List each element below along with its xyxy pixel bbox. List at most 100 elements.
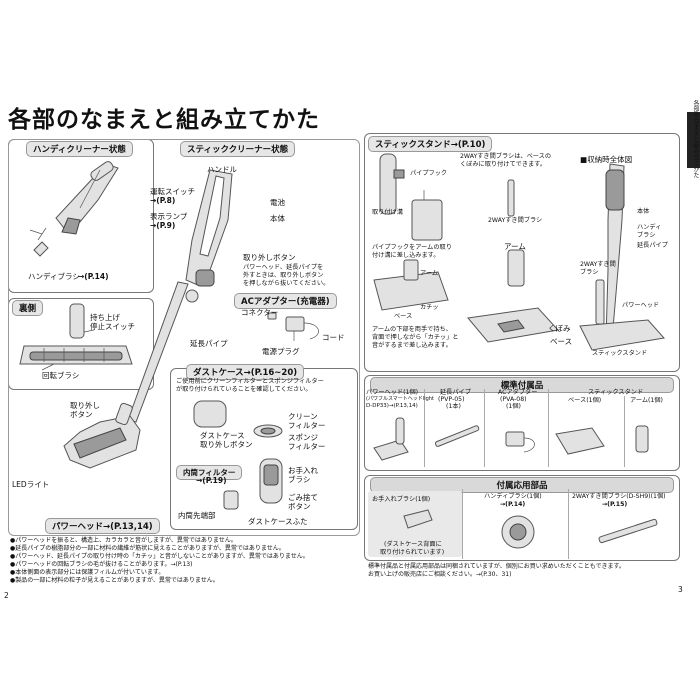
kubomi-label: くぼみ [548, 324, 571, 333]
clean-filter-label-2: フィルター [288, 421, 326, 430]
acc-item-1-model2: D-DP33)→(P.13,14) [366, 403, 418, 409]
applied-two-way-ref[interactable]: →(P.15) [602, 501, 628, 508]
pipe-hook-label: パイプフック [410, 170, 448, 177]
applied-divider-2 [568, 489, 569, 559]
storage-two-way-1: 2WAYすき間 [580, 261, 616, 268]
two-way-note-1: 2WAYすき間ブラシは、ベースの [460, 153, 552, 160]
back-side-illustration [19, 303, 133, 371]
note-2: ●延長パイプの樹脂部分の一部に材料の繊維が筋状に見えることがありますが、異常では… [10, 545, 285, 552]
sponge-filter-label-2: フィルター [288, 442, 326, 451]
acc-item-2-model: (PVP-05) [438, 396, 465, 403]
stick-stand-illustration [373, 153, 665, 351]
arm-note-2: 背面で押しながら「カチッ」と [372, 334, 459, 341]
stick-cleaner-panel [8, 139, 360, 536]
acc-item-2-name: 延長パイプ [440, 389, 471, 396]
acc-stand-arm: アーム(1個) [630, 397, 663, 404]
care-brush-label-1: お手入れ [288, 466, 318, 475]
side-tab-marker [687, 112, 700, 168]
note-4: ●パワーヘッドの回転ブラシの毛が抜けることがあります。→(P.13) [10, 561, 193, 568]
power-head-title: パワーヘッド [52, 522, 104, 532]
release-note-3: を押しながら抜いてください。 [243, 280, 330, 287]
base-small-label: ベース [394, 313, 413, 320]
groove-label: 取り付け溝 [372, 209, 403, 216]
arm-note-3: 音がするまで差し込みます。 [372, 342, 452, 349]
acc-col-divider-3 [548, 389, 549, 467]
acc-col-divider-1 [424, 389, 425, 467]
inner-tip-label: 内筒先端部 [178, 511, 216, 520]
applied-illustrations [403, 509, 658, 549]
acc-item-3-model: (PVA-08) [500, 396, 527, 403]
back-side-header: 裏側 [12, 300, 44, 316]
switch-ref[interactable]: →(P.8) [150, 196, 176, 205]
two-way-note-2: くぼみに取り付けてできます。 [460, 161, 547, 168]
inner-filter-title: 内筒フィルター [183, 468, 236, 477]
release-button-label: 取り外しボタン [243, 253, 296, 262]
handy-brush-ref[interactable]: →(P.14) [78, 272, 109, 281]
acc-col-divider-4 [624, 396, 625, 467]
applied-handy-brush: ハンディブラシ(1個) [484, 493, 542, 500]
applied-divider-1 [462, 489, 463, 559]
handy-brush-label: ハンディブラシ [28, 272, 80, 281]
hook-note-1: パイプフックをアームの取り [372, 244, 452, 251]
storage-header: ■収納時全体図 [580, 155, 633, 164]
extension-pipe-label: 延長パイプ [190, 339, 228, 348]
arm-small-label: アーム [420, 270, 439, 277]
dust-note-2: が取り付けられていることを確認してください。 [176, 386, 312, 393]
applied-handy-ref[interactable]: →(P.14) [500, 501, 526, 508]
page-number-left: 2 [4, 591, 9, 600]
storage-handy-brush-2: ブラシ [637, 232, 656, 239]
dust-case-ref[interactable]: →(P.16~20) [243, 368, 298, 378]
handy-cleaner-header: ハンディクリーナー状態 [26, 141, 133, 157]
dump-button-label-1: ごみ捨て [288, 493, 318, 502]
switch-label: 運転スイッチ [150, 187, 195, 196]
accessories-header: 標準付属品 [370, 377, 674, 393]
stick-stand-title: スティックスタンド [375, 140, 451, 150]
inner-filter-ref[interactable]: →(P.19) [196, 476, 227, 485]
stick-stand-ref[interactable]: →(P.10) [450, 140, 486, 150]
body-label: 本体 [270, 214, 285, 223]
handy-cleaner-illustration [29, 161, 119, 257]
lamp-label: 表示ランプ [150, 212, 188, 221]
storage-power-head: パワーヘッド [622, 302, 660, 309]
hook-note-2: 付け溝に差し込みます。 [372, 252, 440, 259]
dust-case-title: ダストケース [193, 368, 244, 378]
note-5: ●本体側面の表示部分には保護フィルムが付いています。 [10, 569, 165, 576]
acc-item-2-model2: (1本) [446, 403, 461, 410]
acc-item-1-model: (パワフルスマートヘッドlight [366, 396, 434, 402]
note-6: ●製品の一部に材料の粒子が見えることがありますが、異常ではありません。 [10, 577, 219, 584]
acc-item-1-name: パワーヘッド(1個) [366, 389, 419, 396]
storage-two-way-2: ブラシ [580, 269, 599, 276]
power-head-header: パワーヘッド→(P.13,14) [45, 518, 160, 534]
applied-parts-header: 付属応用部品 [370, 477, 674, 493]
ac-adapter-header: ACアダプター(充電器) [234, 293, 337, 309]
dump-button-label-2: ボタン [288, 502, 311, 511]
side-tab-text: 各部のなまえと組み立てかた [692, 100, 699, 178]
lamp-ref[interactable]: →(P.9) [150, 221, 176, 230]
applied-footer-2: お買い上げの販売店にご相談ください。→(P.30、31) [368, 571, 512, 578]
dust-case-panel [170, 368, 358, 530]
dust-case-header: ダストケース→(P.16~20) [186, 364, 305, 380]
led-light-label: LEDライト [12, 480, 50, 489]
page-number-right: 3 [678, 585, 683, 594]
dust-lid-label: ダストケースふた [248, 517, 308, 526]
head-release-label-1: 取り外し [70, 401, 100, 410]
inner-filter-header: 内筒フィルター [176, 465, 243, 480]
dust-release-label-1: ダストケース [200, 431, 245, 440]
dust-release-label-2: 取り外しボタン [200, 440, 253, 449]
acc-item-3-name: ACアダプター [498, 389, 538, 396]
cord-label: コード [322, 333, 345, 342]
clean-filter-label-1: クリーン [288, 412, 318, 421]
applied-care-brush: お手入れブラシ(1個) [372, 496, 431, 503]
sponge-filter-label-1: スポンジ [288, 433, 318, 442]
two-way-brush-label: 2WAYすき間ブラシ [488, 217, 543, 224]
head-release-label-2: ボタン [70, 410, 93, 419]
lift-switch-label-2: 停止スイッチ [90, 322, 135, 331]
battery-label: 電池 [270, 198, 285, 207]
applied-care-note-1: (ダストケース背面に [384, 541, 442, 548]
power-head-ref[interactable]: →(P.13,14) [103, 522, 153, 532]
base-label: ベース [550, 337, 573, 346]
connector-label: コネクター [241, 308, 279, 317]
page-title: 各部のなまえと組み立てかた [8, 107, 320, 133]
click-label: カチッ [420, 304, 439, 311]
rotating-brush-label: 回転ブラシ [42, 371, 80, 380]
